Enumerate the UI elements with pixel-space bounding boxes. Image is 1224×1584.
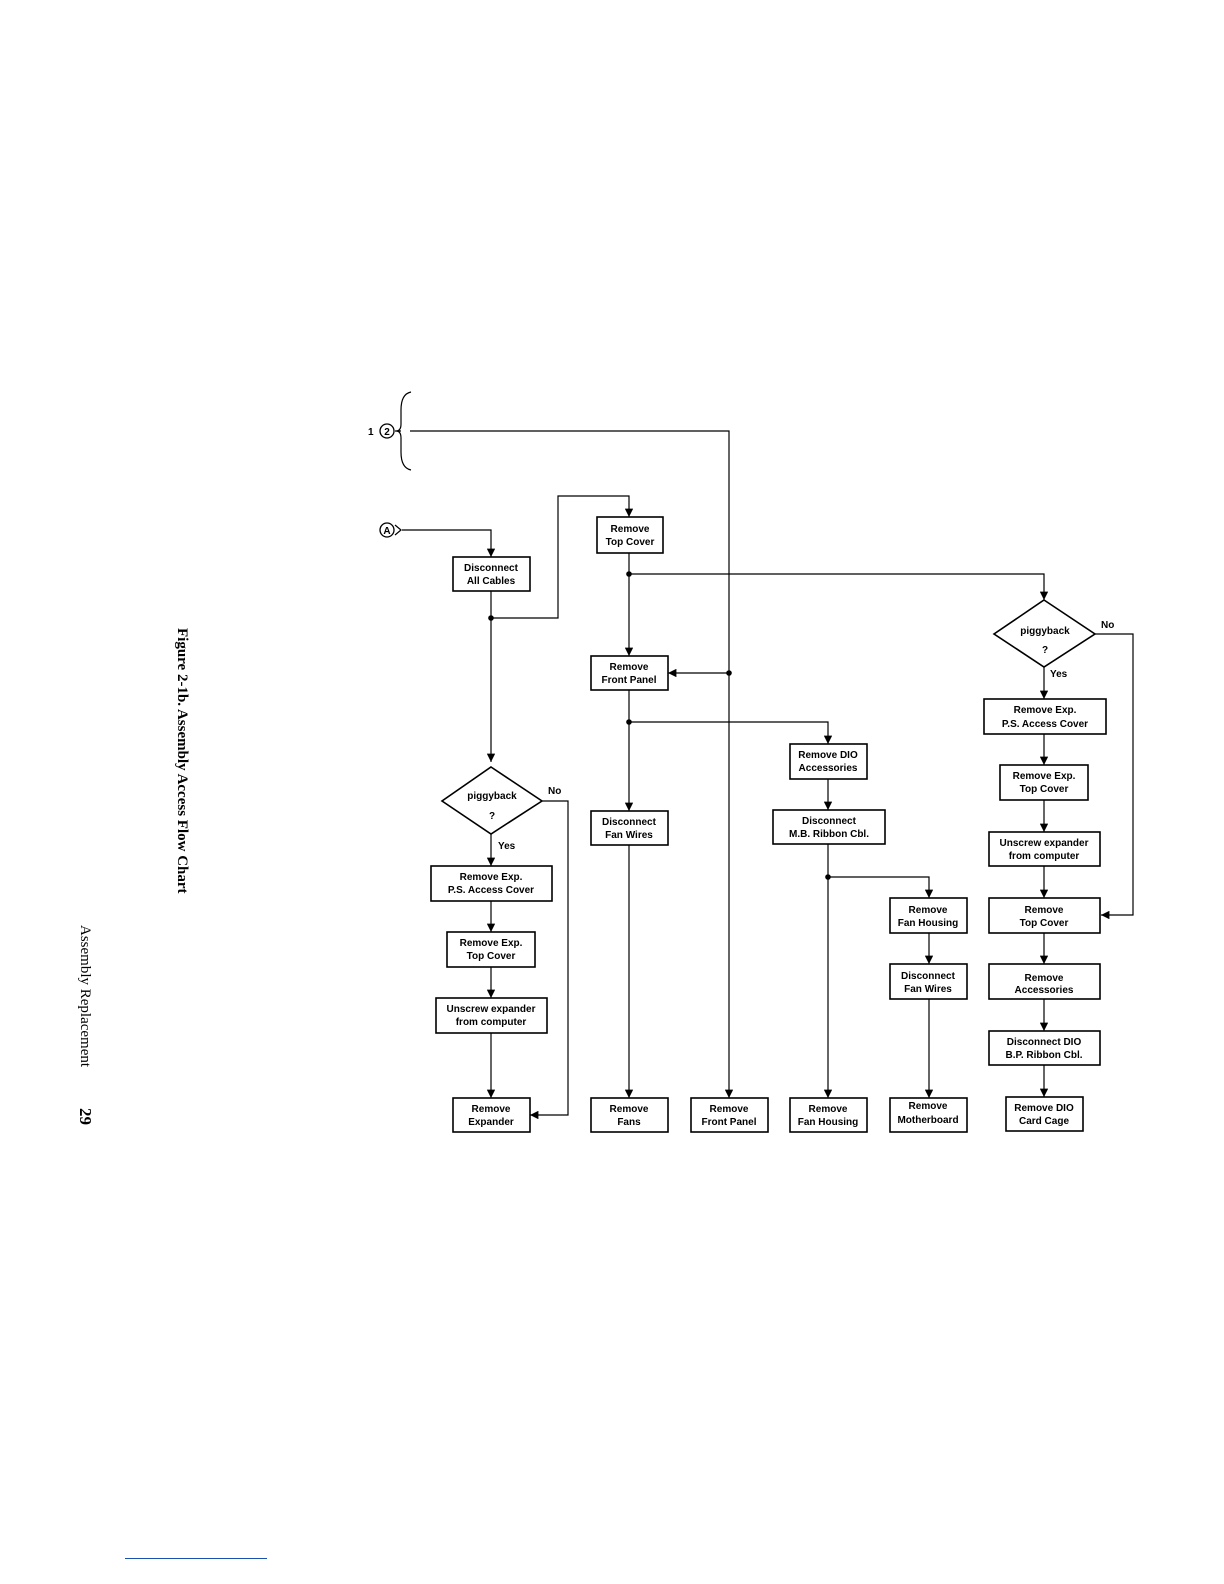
node-remove-exp-top-cover-left: Remove Exp. Top Cover bbox=[446, 931, 536, 968]
node-remove-top-cover: Remove Top Cover bbox=[596, 516, 664, 554]
svg-text:Top Cover: Top Cover bbox=[606, 537, 655, 548]
no-label-right: No bbox=[1101, 620, 1114, 631]
connector-a: A bbox=[379, 522, 402, 538]
svg-text:Remove: Remove bbox=[610, 1104, 649, 1115]
svg-text:Disconnect: Disconnect bbox=[901, 971, 956, 982]
svg-text:Remove DIO: Remove DIO bbox=[798, 750, 858, 761]
svg-text:?: ? bbox=[489, 811, 495, 822]
svg-text:Remove DIO: Remove DIO bbox=[1014, 1103, 1074, 1114]
svg-text:29: 29 bbox=[76, 1108, 95, 1125]
svg-text:Disconnect: Disconnect bbox=[802, 816, 857, 827]
page-number: 29 bbox=[76, 1108, 95, 1125]
node-remove-motherboard: Remove Motherboard bbox=[889, 1097, 968, 1133]
svg-text:Fans: Fans bbox=[617, 1117, 641, 1128]
svg-text:from computer: from computer bbox=[1009, 851, 1080, 862]
node-disconnect-mb-ribbon: Disconnect M.B. Ribbon Cbl. bbox=[772, 809, 886, 845]
svg-text:Assembly Replacement: Assembly Replacement bbox=[77, 925, 93, 1068]
svg-text:Remove Exp.: Remove Exp. bbox=[1013, 771, 1076, 782]
svg-text:Remove: Remove bbox=[909, 1101, 948, 1112]
svg-text:Disconnect: Disconnect bbox=[602, 817, 657, 828]
svg-text:piggyback: piggyback bbox=[1020, 626, 1070, 637]
svg-text:?: ? bbox=[1042, 645, 1048, 656]
svg-text:Disconnect: Disconnect bbox=[464, 563, 519, 574]
svg-text:Expander: Expander bbox=[468, 1117, 514, 1128]
svg-text:Top Cover: Top Cover bbox=[1020, 918, 1069, 929]
svg-text:Remove: Remove bbox=[1025, 973, 1064, 984]
connector-2: 1 2 bbox=[368, 391, 412, 471]
svg-text:Remove Exp.: Remove Exp. bbox=[1014, 705, 1077, 716]
no-label-left: No bbox=[548, 786, 561, 797]
connector-2-prefix: 1 bbox=[368, 427, 374, 438]
svg-text:Unscrew expander: Unscrew expander bbox=[447, 1004, 536, 1015]
svg-text:Remove: Remove bbox=[710, 1104, 749, 1115]
node-piggyback-left: piggyback ? bbox=[440, 766, 544, 835]
connector-2-line bbox=[410, 430, 734, 1098]
svg-text:Front Panel: Front Panel bbox=[601, 675, 656, 686]
svg-text:Accessories: Accessories bbox=[1015, 985, 1074, 996]
node-disconnect-dio-bp-ribbon: Disconnect DIO B.P. Ribbon Cbl. bbox=[988, 1030, 1101, 1066]
svg-text:Motherboard: Motherboard bbox=[897, 1115, 958, 1126]
svg-text:Remove Exp.: Remove Exp. bbox=[460, 938, 523, 949]
svg-text:Disconnect DIO: Disconnect DIO bbox=[1007, 1037, 1082, 1048]
svg-text:Card Cage: Card Cage bbox=[1019, 1116, 1069, 1127]
node-piggyback-right: piggyback ? bbox=[992, 599, 1097, 668]
svg-text:Top Cover: Top Cover bbox=[467, 951, 516, 962]
section-label: Assembly Replacement bbox=[77, 925, 93, 1068]
svg-text:Fan Wires: Fan Wires bbox=[605, 830, 653, 841]
node-remove-front-panel-bottom: Remove Front Panel bbox=[690, 1097, 769, 1133]
svg-text:P.S. Access Cover: P.S. Access Cover bbox=[1002, 719, 1088, 730]
svg-text:Fan Wires: Fan Wires bbox=[904, 984, 952, 995]
node-unscrew-expander-left: Unscrew expander from computer bbox=[435, 997, 548, 1034]
svg-text:from computer: from computer bbox=[456, 1017, 527, 1028]
node-remove-expander: Remove Expander bbox=[452, 1097, 531, 1133]
node-remove-fan-housing-bottom: Remove Fan Housing bbox=[789, 1097, 868, 1133]
node-remove-dio-accessories: Remove DIO Accessories bbox=[789, 743, 868, 780]
node-unscrew-expander-right: Unscrew expander from computer bbox=[988, 831, 1101, 867]
svg-text:B.P. Ribbon Cbl.: B.P. Ribbon Cbl. bbox=[1005, 1050, 1082, 1061]
connector-2-number: 2 bbox=[384, 427, 390, 438]
node-remove-fans: Remove Fans bbox=[590, 1097, 669, 1133]
svg-text:Top Cover: Top Cover bbox=[1020, 784, 1069, 795]
svg-text:Accessories: Accessories bbox=[799, 763, 858, 774]
node-disconnect-all-cables: Disconnect All Cables bbox=[452, 556, 531, 592]
node-remove-exp-ps-cover-left: Remove Exp. P.S. Access Cover bbox=[430, 865, 553, 902]
node-remove-dio-card-cage: Remove DIO Card Cage bbox=[1005, 1096, 1084, 1132]
flow-lines bbox=[486, 495, 1134, 1120]
svg-text:Remove: Remove bbox=[610, 662, 649, 673]
svg-text:Front Panel: Front Panel bbox=[701, 1117, 756, 1128]
node-disconnect-fan-wires-2: Disconnect Fan Wires bbox=[889, 963, 968, 1000]
svg-text:P.S. Access Cover: P.S. Access Cover bbox=[448, 885, 534, 896]
svg-text:Unscrew expander: Unscrew expander bbox=[1000, 838, 1089, 849]
svg-text:All Cables: All Cables bbox=[467, 576, 516, 587]
yes-label-right: Yes bbox=[1050, 669, 1068, 680]
yes-label-left: Yes bbox=[498, 841, 516, 852]
svg-text:piggyback: piggyback bbox=[467, 791, 517, 802]
connector-a-line bbox=[402, 529, 496, 557]
svg-text:Remove: Remove bbox=[472, 1104, 511, 1115]
node-remove-front-panel-mid: Remove Front Panel bbox=[590, 655, 669, 691]
svg-text:Remove: Remove bbox=[1025, 905, 1064, 916]
svg-text:Fan Housing: Fan Housing bbox=[898, 918, 959, 929]
node-remove-fan-housing-mid: Remove Fan Housing bbox=[889, 897, 968, 934]
svg-text:Fan Housing: Fan Housing bbox=[798, 1117, 859, 1128]
svg-text:Remove: Remove bbox=[909, 905, 948, 916]
svg-text:M.B. Ribbon Cbl.: M.B. Ribbon Cbl. bbox=[789, 829, 869, 840]
node-disconnect-fan-wires-1: Disconnect Fan Wires bbox=[590, 810, 669, 846]
svg-text:Figure 2-1b. Assembly Access F: Figure 2-1b. Assembly Access Flow Chart bbox=[174, 628, 190, 894]
svg-text:Remove: Remove bbox=[611, 524, 650, 535]
node-remove-top-cover-right: Remove Top Cover bbox=[988, 897, 1101, 934]
connector-a-letter: A bbox=[383, 526, 390, 537]
footnote-rule bbox=[125, 1558, 267, 1559]
svg-text:Remove Exp.: Remove Exp. bbox=[460, 872, 523, 883]
node-remove-exp-top-cover-right: Remove Exp. Top Cover bbox=[999, 764, 1089, 801]
node-remove-accessories: Remove Accessories bbox=[988, 963, 1101, 1000]
node-remove-exp-ps-cover-right: Remove Exp. P.S. Access Cover bbox=[983, 698, 1107, 735]
svg-text:Remove: Remove bbox=[809, 1104, 848, 1115]
figure-title: Figure 2-1b. Assembly Access Flow Chart bbox=[174, 628, 190, 894]
